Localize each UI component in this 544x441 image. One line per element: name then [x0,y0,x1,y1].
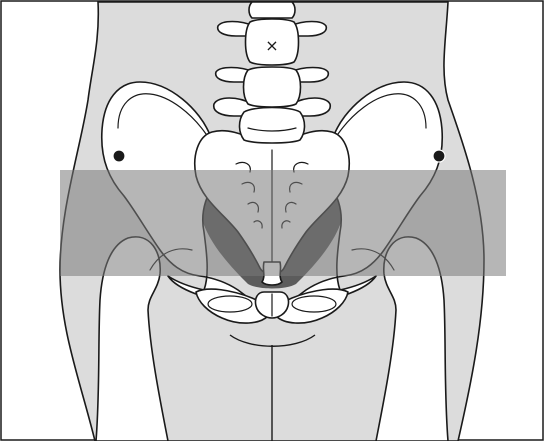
vertebra-marker: × [265,36,278,55]
right-landmark-dot [433,150,445,162]
left-landmark-dot [113,150,125,162]
lumbar-vertebra-l5 [240,108,305,144]
lumbar-vertebra-l4 [244,67,301,107]
highlight-band [60,170,506,276]
lumbar-vertebra-l2 [249,2,295,18]
